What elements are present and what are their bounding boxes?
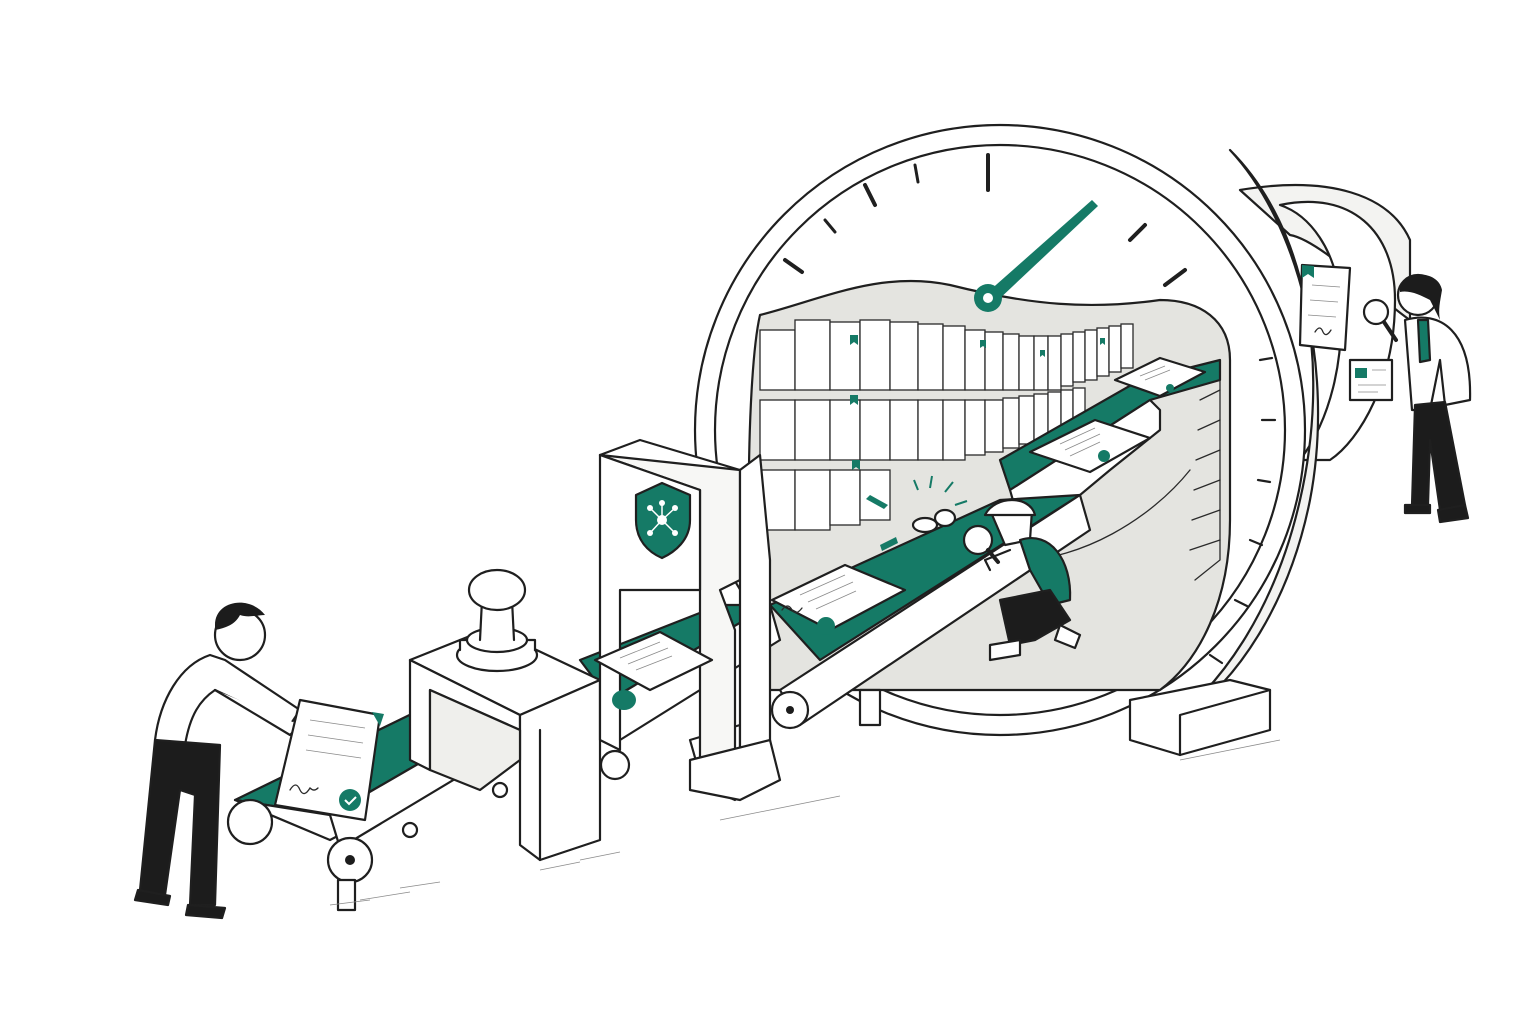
magnifying-glass-icon [962,524,1000,564]
archive-shelves [759,319,1221,581]
shield-network-icon [634,481,692,560]
ground-shading [329,739,1281,906]
stamp-station [408,568,602,862]
document-on-belt-2 [770,563,907,635]
signature-icon [781,605,803,614]
archive-tunnel [693,123,1412,757]
document-far-1 [1113,356,1207,398]
rubber-stamp-icon [455,568,539,673]
magnifying-glass-icon [1362,298,1398,342]
security-gate [598,438,782,802]
clock-gauge-icon [783,153,1277,665]
document-far-2 [1028,418,1152,474]
checkmark-icon [612,690,636,710]
worker-kneeling-with-magnifier [962,498,1082,662]
inspector-with-magnifier [1298,263,1472,524]
chain-link-icon [866,475,968,551]
document-held [273,698,384,822]
worker-placing-document [133,602,302,920]
document-on-belt-1 [593,630,714,710]
